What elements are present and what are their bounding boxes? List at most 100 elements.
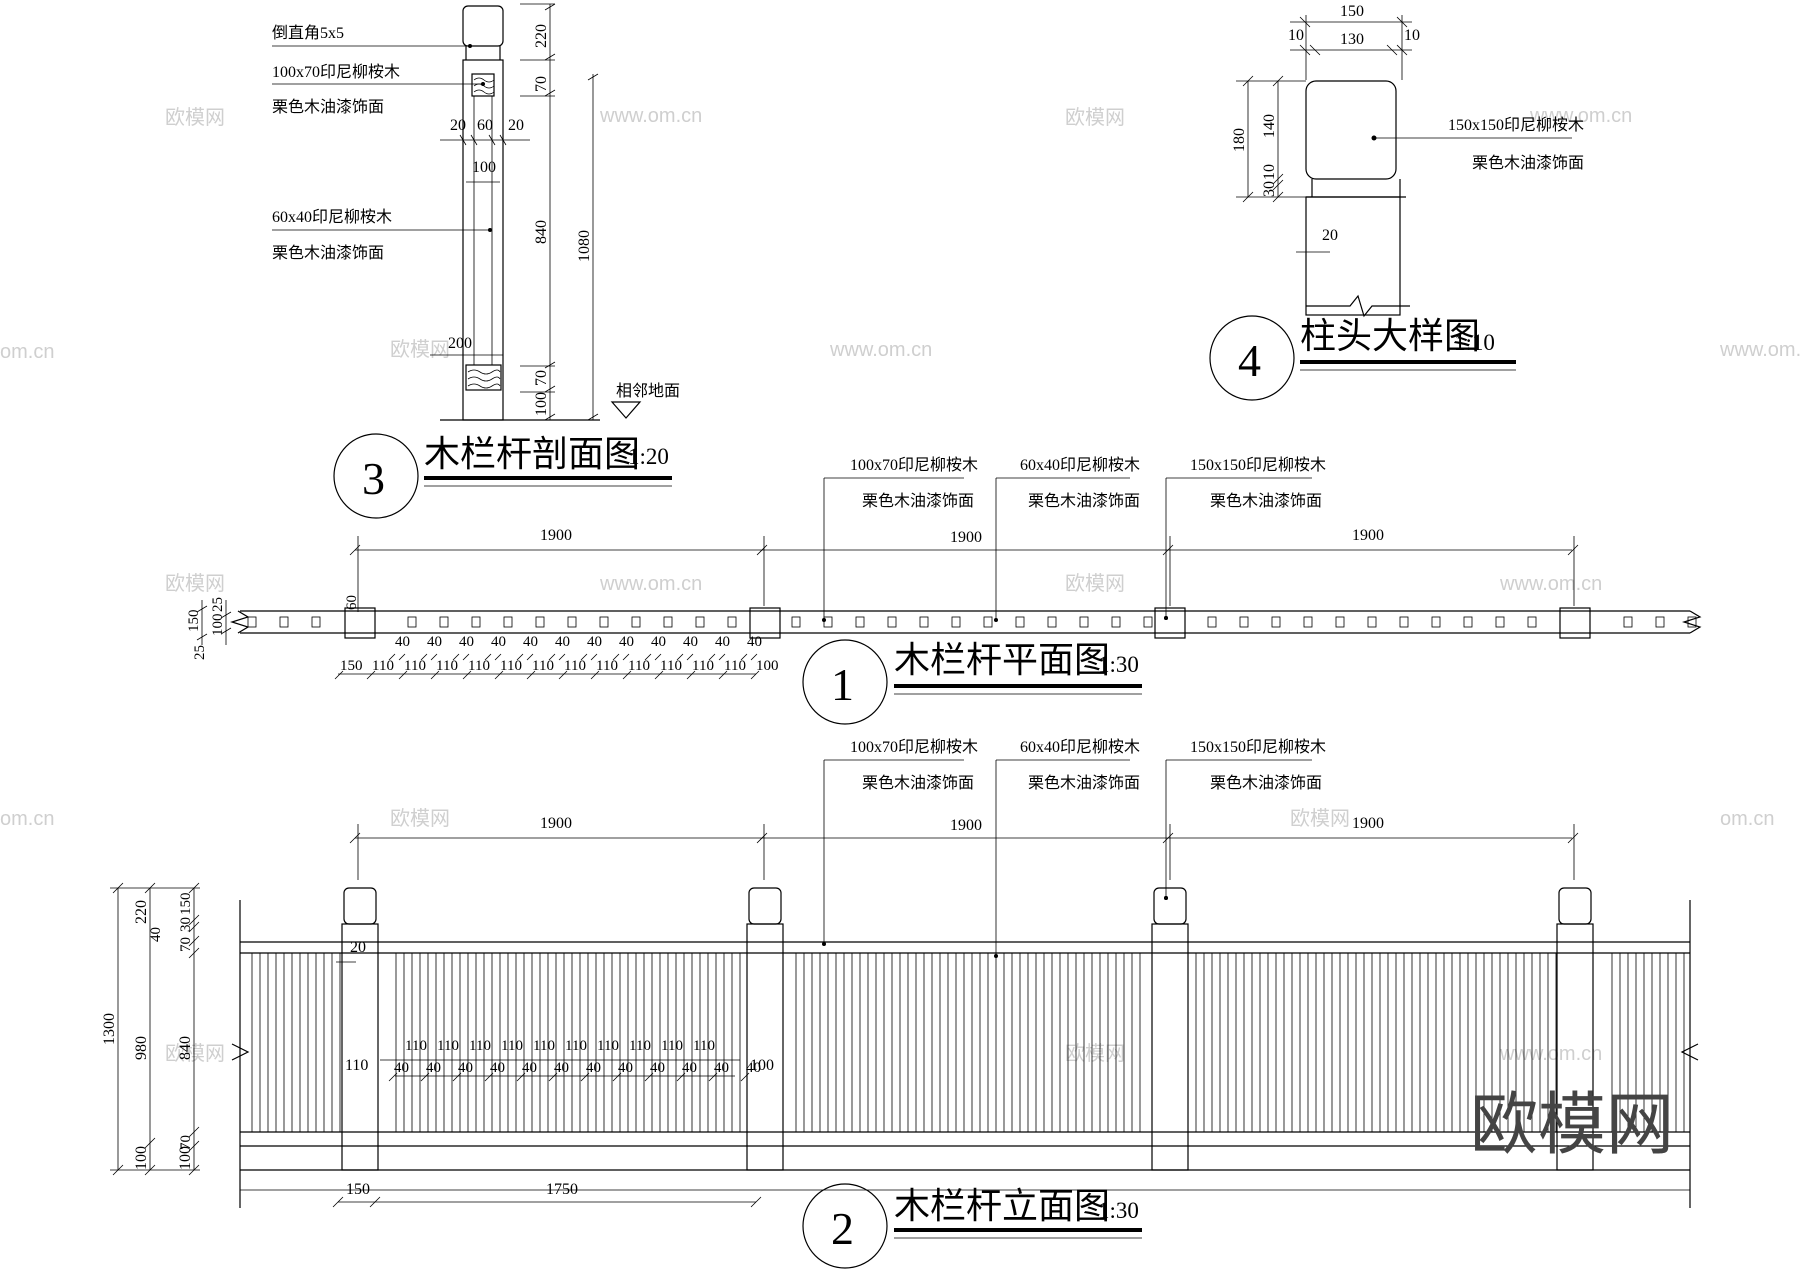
plan-baluster — [535, 616, 545, 628]
top-dim: 110 — [501, 1038, 523, 1054]
plan-baluster — [471, 616, 481, 628]
detail-number: 3 — [362, 453, 385, 504]
callout-line1: 150x150印尼柳桉木 — [1190, 456, 1326, 474]
dim-label: 20 — [508, 117, 524, 134]
label-baluster: 60x40印尼柳桉木 — [272, 208, 392, 226]
gap-dim: 40 — [618, 1060, 633, 1076]
elevation-callouts: 100x70印尼柳桉木 栗色木油漆饰面 60x40印尼柳桉木 栗色木油漆饰面 1… — [822, 738, 1326, 958]
plan-baluster — [599, 616, 609, 628]
detail-scale: 1:30 — [1098, 1198, 1139, 1223]
top-dim: 110 — [565, 1038, 587, 1054]
callout-line1: 100x70印尼柳桉木 — [850, 456, 978, 474]
callout-line2: 栗色木油漆饰面 — [862, 774, 974, 792]
plan-baluster — [695, 616, 705, 628]
gap-dim: 40 — [746, 1060, 761, 1076]
plan-baluster — [727, 616, 737, 628]
top-dim: 110 — [437, 1038, 459, 1054]
gap-dim: 40 — [555, 634, 570, 650]
label-rail: 100x70印尼柳桉木 — [272, 63, 400, 81]
watermark-logo: 欧模网 — [1470, 1086, 1674, 1165]
post-cap — [343, 887, 377, 925]
gap-dim: 40 — [427, 634, 442, 650]
dim-label: 60 — [477, 117, 493, 134]
plan-baluster — [1335, 616, 1345, 628]
elevation-posts — [341, 887, 1594, 1171]
dim-label: 10 — [1288, 27, 1304, 44]
top-dim: 110 — [533, 1038, 555, 1054]
detail-number-circle — [333, 433, 419, 519]
watermark-url: www.om.cn — [599, 573, 702, 595]
watermark-brand: 欧模网 — [165, 106, 225, 129]
post-cap — [748, 887, 782, 925]
elevation-post — [746, 923, 784, 1171]
watermark-brand: 欧模网 — [390, 807, 450, 830]
gap-dim: 40 — [587, 634, 602, 650]
dim-label: 110 — [345, 1057, 368, 1074]
watermark-url: om.cn — [1720, 808, 1774, 830]
plan-baluster — [1079, 616, 1089, 628]
top-rail-section — [471, 73, 495, 97]
gap-dim: 40 — [683, 634, 698, 650]
plan-baluster — [1655, 616, 1665, 628]
dim-label: 40 — [148, 927, 164, 942]
callout-line2: 栗色木油漆饰面 — [1028, 774, 1140, 792]
label-post: 150x150印尼柳桉木 — [1448, 116, 1584, 134]
gap-dim: 40 — [586, 1060, 601, 1076]
callout-line2: 栗色木油漆饰面 — [862, 492, 974, 510]
label-adjacent-ground: 相邻地面 — [616, 382, 680, 400]
plan-post — [749, 607, 781, 639]
label-chamfer: 倒直角5x5 — [272, 24, 344, 42]
label-finish: 栗色木油漆饰面 — [272, 244, 384, 262]
dim-label: 20 — [350, 939, 366, 956]
dim-label: 25 — [210, 597, 226, 612]
gap-dim: 40 — [619, 634, 634, 650]
detail-number-circle — [1209, 315, 1295, 401]
top-dim: 110 — [469, 1038, 491, 1054]
dim-label: 70 — [178, 1135, 194, 1150]
post-head-shape — [462, 5, 504, 47]
ground-symbol — [610, 401, 642, 419]
plan-baluster — [1623, 616, 1633, 628]
watermark-url: www.om.cn — [1499, 573, 1602, 595]
plan-baluster — [1207, 616, 1217, 628]
span-dim: 1900 — [1352, 527, 1384, 544]
post-shaft — [1305, 196, 1401, 316]
gap-dim: 40 — [715, 634, 730, 650]
watermark-brand: 欧模网 — [1065, 572, 1125, 595]
dim-label: 150 — [186, 610, 202, 633]
elevation-view: 100x70印尼柳桉木 栗色木油漆饰面 60x40印尼柳桉木 栗色木油漆饰面 1… — [101, 738, 1699, 1269]
watermark-brand: 欧模网 — [165, 572, 225, 595]
top-dim: 110 — [693, 1038, 715, 1054]
plan-baluster — [567, 616, 577, 628]
dim-label: 10 — [1404, 27, 1420, 44]
callout-line2: 栗色木油漆饰面 — [1210, 774, 1322, 792]
label-finish: 栗色木油漆饰面 — [1472, 154, 1584, 172]
bottom-dim: 110 — [468, 658, 490, 674]
detail-scale: 1:10 — [1454, 330, 1495, 355]
plan-baluster — [311, 616, 321, 628]
plan-post — [344, 607, 376, 639]
plan-baluster — [1111, 616, 1121, 628]
gap-dim: 40 — [554, 1060, 569, 1076]
dim-label: 20 — [1322, 227, 1338, 244]
section-post — [462, 59, 504, 421]
plan-baluster — [1431, 616, 1441, 628]
dim-label: 840 — [533, 220, 550, 244]
dim-label: 150 — [178, 893, 194, 916]
elevation-post — [341, 923, 379, 1171]
gap-dim: 40 — [650, 1060, 665, 1076]
dim-label: 100 — [750, 1057, 774, 1074]
bottom-dim: 100 — [756, 658, 779, 674]
plan-baluster — [951, 616, 961, 628]
detail-title: 柱头大样图 — [1300, 316, 1480, 356]
dim-label: 100 — [210, 614, 226, 637]
detail-title: 木栏杆立面图 — [894, 1186, 1110, 1226]
callout-line1: 60x40印尼柳桉木 — [1020, 738, 1140, 756]
post-head-cap — [1305, 80, 1397, 180]
span-dim: 1900 — [1352, 815, 1384, 832]
plan-baluster — [247, 616, 257, 628]
detail-number-circle — [802, 1183, 888, 1269]
